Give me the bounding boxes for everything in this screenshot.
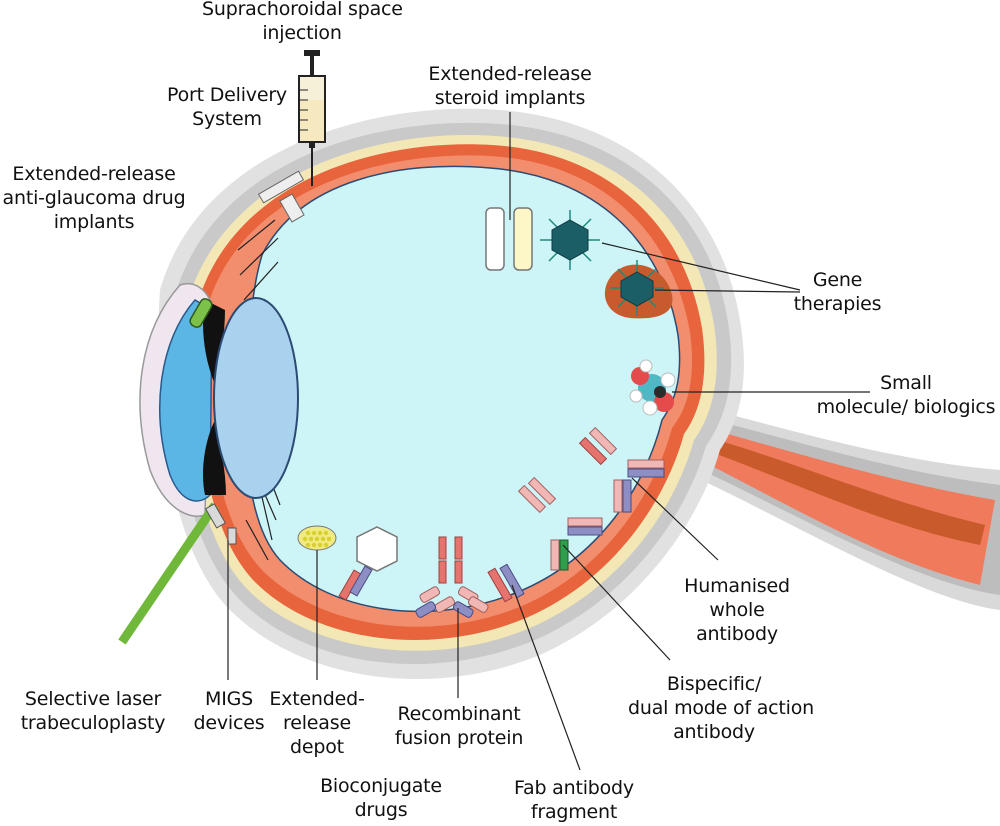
small-molecule-icon (629, 359, 676, 416)
port-delivery-device (257, 170, 305, 223)
cornea (139, 283, 213, 517)
laser-beam (118, 502, 219, 645)
fab-fragment-icon (487, 563, 525, 603)
steroid-implants (485, 207, 533, 271)
bioconjugate-icon (338, 526, 398, 601)
iris (203, 300, 226, 495)
depot-icon (297, 525, 337, 551)
optic-nerve (680, 405, 1000, 610)
gene-therapy-virus-icon (540, 210, 673, 319)
migs-device (204, 503, 237, 545)
syringe-icon (298, 50, 326, 186)
lens (213, 297, 299, 499)
bispecific-antibody-icon (517, 476, 603, 571)
fusion-protein-icon (415, 536, 489, 618)
leader-lines (227, 112, 870, 771)
antiglaucoma-implant (189, 298, 213, 328)
humanised-antibody-icon (578, 426, 665, 513)
